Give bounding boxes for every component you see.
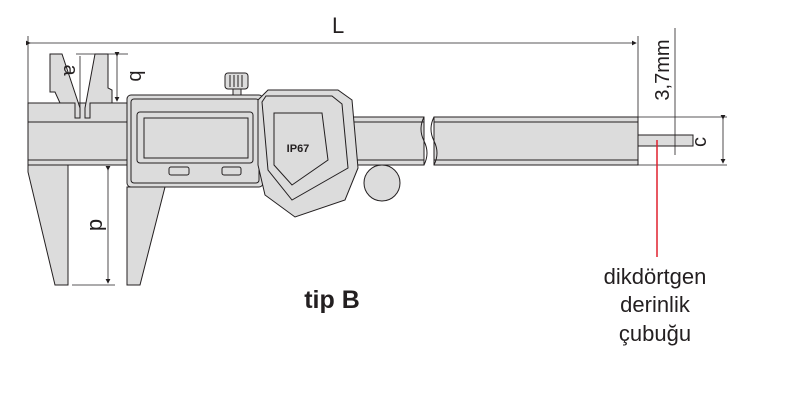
upper-jaws (49, 53, 113, 119)
caption: tip B (304, 286, 360, 314)
button-left[interactable] (168, 166, 190, 176)
depth-rod (637, 134, 694, 147)
callout-line3: çubuğu (619, 321, 691, 346)
label-a: a (59, 64, 81, 76)
shield-housing (257, 89, 359, 218)
lcd-screen (136, 111, 254, 164)
display-housing (126, 94, 264, 188)
thumb-wheel (363, 164, 401, 202)
button-right[interactable] (221, 166, 242, 176)
label-b: b (125, 70, 147, 81)
callout-line2: derinlik (620, 292, 691, 317)
label-rod-width: 3,7mm (652, 39, 674, 100)
lower-jaws (27, 164, 166, 286)
label-L: L (332, 13, 344, 38)
label-c: c (689, 137, 711, 147)
dimension-lines (26, 28, 727, 286)
callout-line1: dikdörtgen (604, 264, 707, 289)
locking-knob-icon (224, 72, 249, 97)
label-d: d (85, 219, 110, 231)
ip67-marking: IP67 (287, 143, 310, 155)
